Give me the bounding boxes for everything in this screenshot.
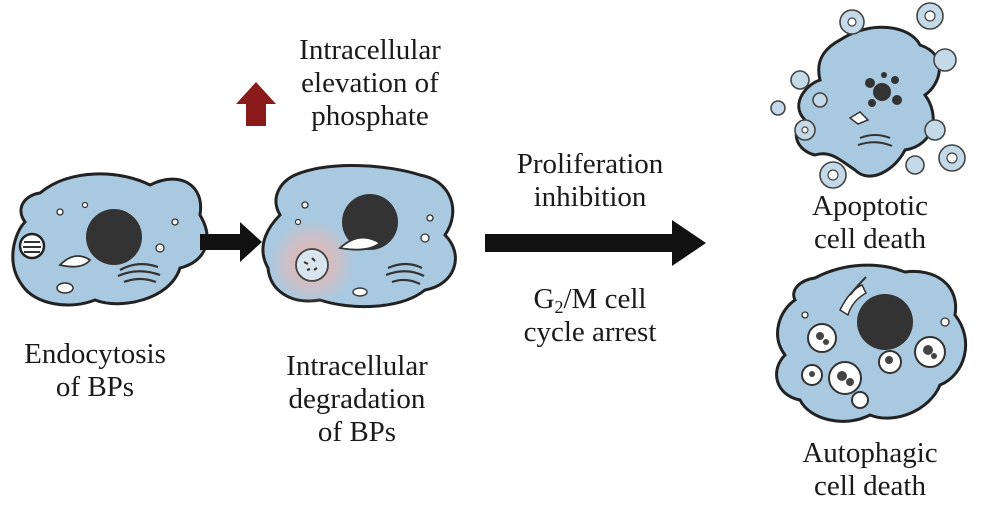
- elevation-label: Intracellular elevation of phosphate: [299, 34, 441, 132]
- autophagic-cell: [775, 263, 968, 423]
- nucleus-icon: [86, 209, 142, 265]
- nucleus-icon: [857, 294, 913, 350]
- degradation-cell: [261, 164, 457, 308]
- apoptotic-label: Apoptotic cell death: [812, 190, 928, 255]
- degradation-label: Intracellular degradation of BPs: [286, 350, 428, 448]
- cell-cycle-arrest-label: G2/M cell cycle arrest: [523, 283, 657, 348]
- autophagic-label: Autophagic cell death: [802, 437, 938, 502]
- proliferation-label: Proliferation inhibition: [516, 148, 664, 213]
- right-arrow-icon: [485, 220, 706, 266]
- golgi-icon: [117, 263, 161, 284]
- fragmented-nucleus-icon: [865, 72, 902, 107]
- endocytic-vesicle-icon: [18, 232, 46, 260]
- right-arrow-icon: [200, 222, 262, 262]
- nucleus-icon: [342, 194, 398, 250]
- apoptotic-cell: [770, 2, 966, 189]
- golgi-icon: [385, 262, 425, 285]
- er-icon: [58, 255, 92, 268]
- endocytosis-cell: [11, 172, 209, 307]
- up-arrow-icon: [236, 82, 276, 126]
- endocytosis-label: Endocytosis of BPs: [24, 338, 166, 403]
- lysosome-icon: [295, 248, 329, 282]
